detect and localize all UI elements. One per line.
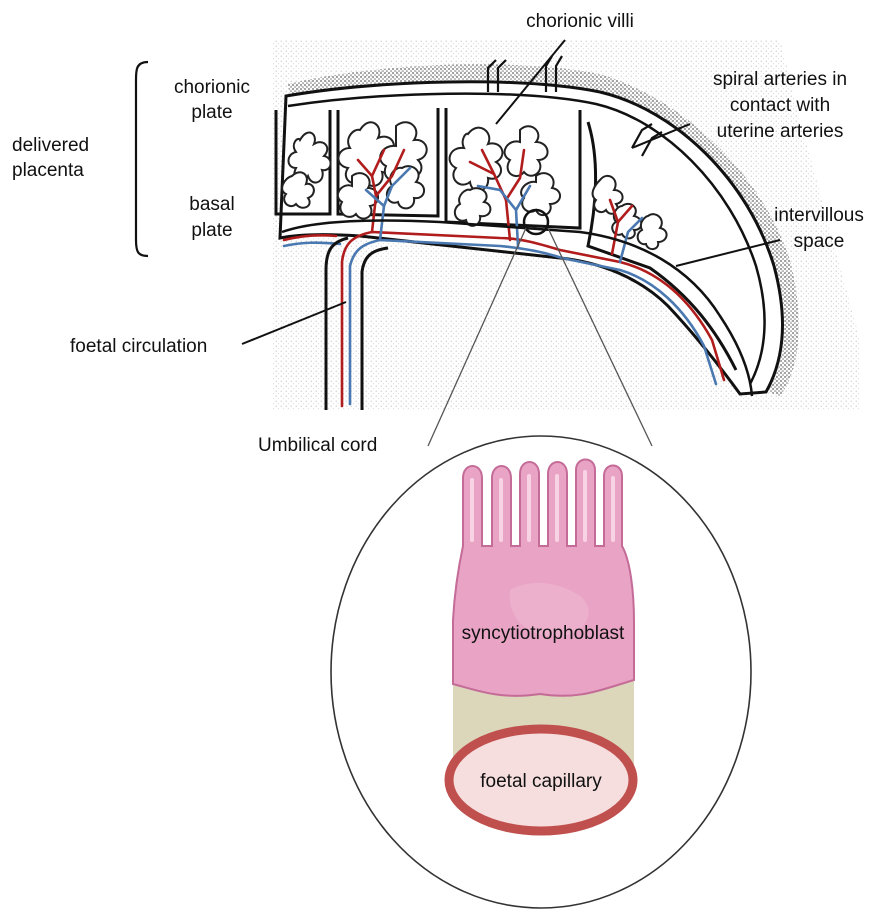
label-umbilical-cord: Umbilical cord <box>258 434 377 458</box>
label-spiral-arteries-line1: spiral arteries in <box>690 68 870 92</box>
label-spiral-arteries-line2: contact with <box>690 94 870 118</box>
delivered-placenta-bracket <box>136 62 148 256</box>
label-intervillous-space-line2: space <box>760 230 878 254</box>
label-basal-plate-line1: basal <box>160 193 264 217</box>
label-foetal-circulation: foetal circulation <box>70 335 207 359</box>
label-chorionic-plate-line2: plate <box>160 101 264 125</box>
label-spiral-arteries-line3: uterine arteries <box>690 120 870 144</box>
label-foetal-capillary: foetal capillary <box>451 770 631 794</box>
label-basal-plate-line2: plate <box>160 219 264 243</box>
label-delivered-placenta-line2: placenta <box>12 159 84 183</box>
label-chorionic-villi: chorionic villi <box>500 10 660 34</box>
label-syncytiotrophoblast: syncytiotrophoblast <box>430 622 656 646</box>
label-chorionic-plate-line1: chorionic <box>160 76 264 100</box>
label-intervillous-space-line1: intervillous <box>760 204 878 228</box>
label-delivered-placenta-line1: delivered <box>12 134 89 158</box>
